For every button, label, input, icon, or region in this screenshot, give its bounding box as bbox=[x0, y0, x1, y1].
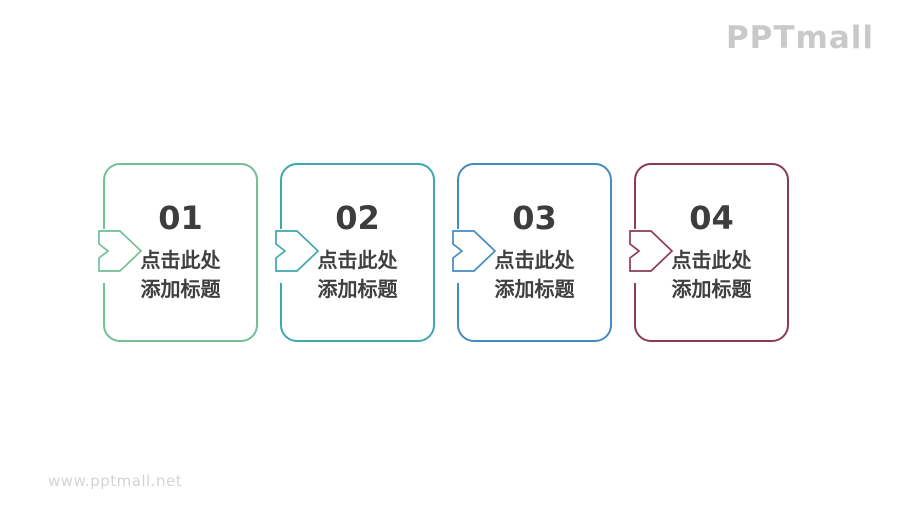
step-number: 03 bbox=[512, 198, 557, 237]
step-title-line2: 添加标题 bbox=[671, 277, 752, 302]
step-number: 04 bbox=[689, 198, 734, 237]
step-title[interactable]: 点击此处 添加标题 bbox=[318, 246, 398, 304]
step-title-line1: 点击此处 bbox=[317, 248, 398, 273]
process-steps-row: 01 点击此处 添加标题 02 点击此处 添加标题 03 bbox=[98, 163, 789, 342]
step-title-line2: 添加标题 bbox=[494, 277, 575, 302]
step-title-line1: 点击此处 bbox=[671, 248, 752, 273]
step-title[interactable]: 点击此处 添加标题 bbox=[141, 246, 221, 304]
step-number: 02 bbox=[335, 198, 380, 237]
step-title-line2: 添加标题 bbox=[140, 277, 221, 302]
site-watermark: www.pptmall.net bbox=[48, 472, 183, 490]
step-title-line2: 添加标题 bbox=[317, 277, 398, 302]
step-title[interactable]: 点击此处 添加标题 bbox=[495, 246, 575, 304]
step-box-1[interactable]: 01 点击此处 添加标题 bbox=[98, 163, 258, 342]
step-number: 01 bbox=[158, 198, 203, 237]
step-title-line1: 点击此处 bbox=[140, 248, 221, 273]
step-title[interactable]: 点击此处 添加标题 bbox=[672, 246, 752, 304]
step-box-2[interactable]: 02 点击此处 添加标题 bbox=[275, 163, 435, 342]
step-title-line1: 点击此处 bbox=[494, 248, 575, 273]
step-box-3[interactable]: 03 点击此处 添加标题 bbox=[452, 163, 612, 342]
pptmall-logo: PPTmall bbox=[725, 20, 874, 56]
step-box-4[interactable]: 04 点击此处 添加标题 bbox=[629, 163, 789, 342]
